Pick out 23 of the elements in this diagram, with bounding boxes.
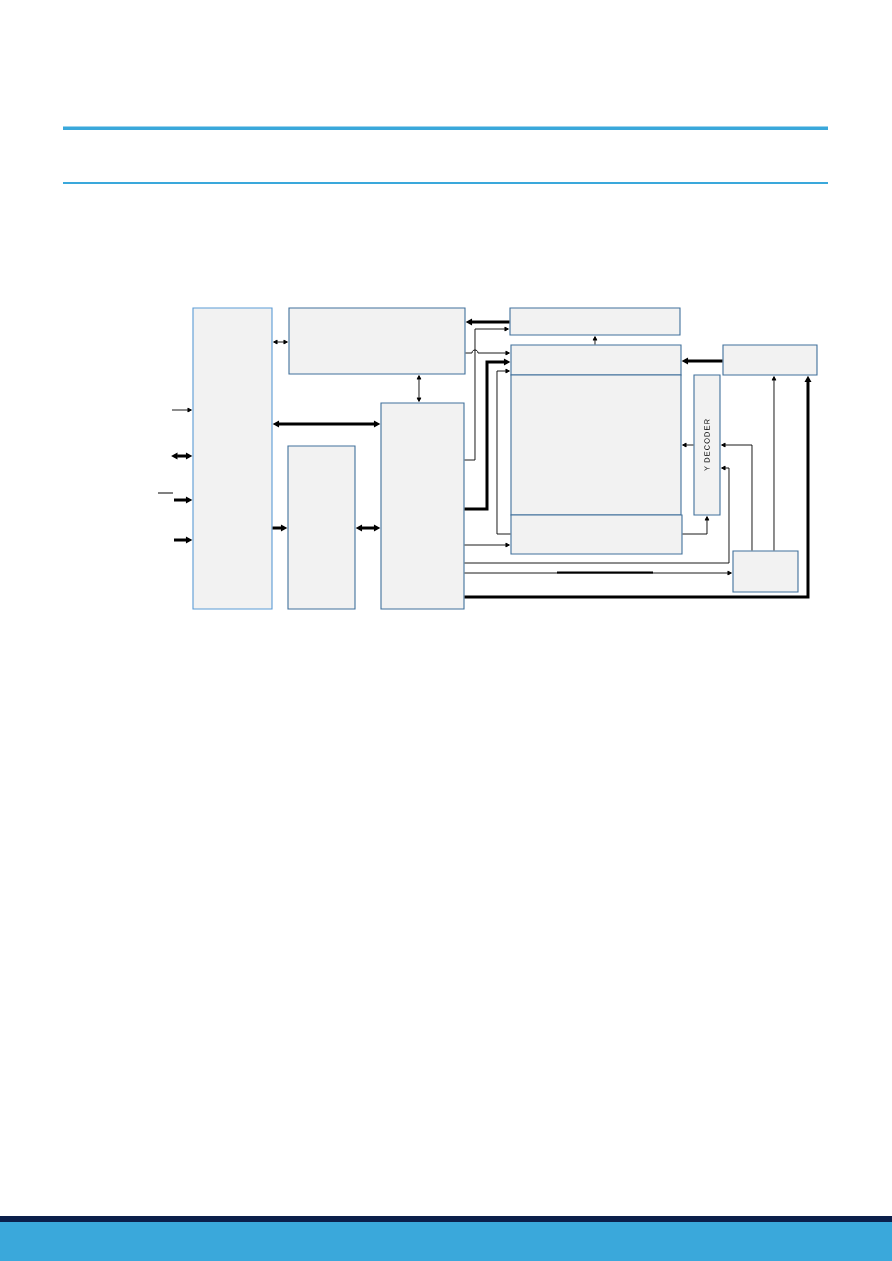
double-arrow [273, 339, 288, 345]
double-arrow [416, 375, 422, 402]
block-box [510, 514, 683, 555]
arrow [464, 465, 730, 564]
arrow [592, 336, 598, 345]
arrow [464, 542, 510, 548]
arrow [464, 570, 732, 576]
arrow [721, 442, 753, 551]
block-box [380, 402, 465, 610]
arrow [464, 326, 509, 461]
block-box [287, 445, 356, 610]
block-box [288, 307, 466, 375]
block-box [722, 344, 818, 376]
block-box [509, 307, 681, 336]
block-box [510, 344, 682, 376]
arrow [682, 442, 694, 448]
arrow [465, 349, 510, 356]
arrow [171, 407, 192, 413]
arrow [771, 376, 777, 551]
arrow [496, 368, 511, 535]
block-box [192, 307, 273, 610]
block-box [732, 550, 799, 593]
arrow [682, 516, 710, 535]
